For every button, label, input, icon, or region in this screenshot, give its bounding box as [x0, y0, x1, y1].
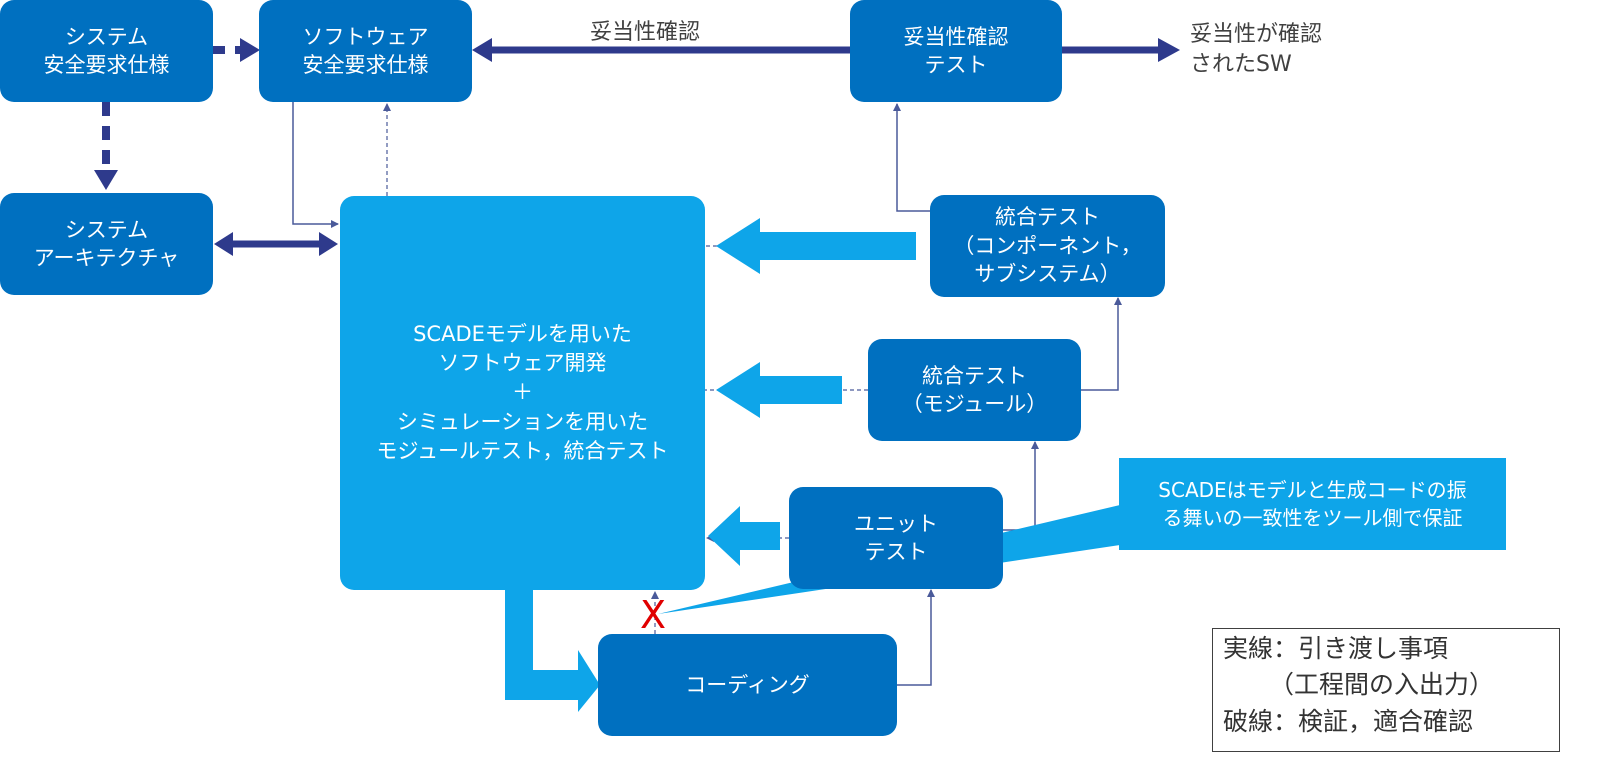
light-arrow-from-intcomp	[716, 218, 916, 274]
scade-development-node[interactable]: SCADEモデルを用いた ソフトウェア開発 ＋ シミュレーションを用いた モジュ…	[340, 196, 705, 590]
arrow-architecture-scade-bidirectional	[214, 232, 338, 256]
arrow-sysreq-to-swreq	[213, 38, 260, 62]
software-safety-requirements-node[interactable]: ソフトウェア 安全要求仕様	[259, 0, 472, 102]
unit-test-node[interactable]: ユニット テスト	[789, 487, 1003, 589]
legend-box: 実線：引き渡し事項 （工程間の入出力） 破線：検証，適合確認	[1212, 628, 1560, 752]
scade-guarantee-callout: SCADEはモデルと生成コードの振 る舞いの一致性をツール側で保証	[1119, 458, 1506, 550]
arrow-sysreq-to-architecture	[94, 102, 118, 190]
light-arrow-scade-to-coding	[505, 588, 600, 712]
validated-sw-label: 妥当性が確認 されたSW	[1190, 22, 1323, 77]
legend-dashed-line: 破線：検証，適合確認	[1223, 706, 1474, 736]
line-intcomp-to-validation	[893, 103, 930, 212]
arrow-validation-to-output	[1062, 38, 1180, 62]
line-swreq-to-scade	[292, 102, 339, 228]
system-architecture-node[interactable]: システム アーキテクチャ	[0, 193, 213, 295]
line-unit-to-intmod	[1003, 441, 1039, 531]
line-coding-to-unit	[897, 589, 935, 686]
system-safety-requirements-node[interactable]: システム 安全要求仕様	[0, 0, 213, 102]
legend-solid-line-detail: （工程間の入出力）	[1269, 670, 1495, 700]
light-arrow-from-unit	[708, 506, 780, 566]
line-intmod-to-intcomp	[1081, 297, 1122, 391]
light-arrow-from-intmod	[716, 362, 842, 418]
validation-test-node[interactable]: 妥当性確認 テスト	[850, 0, 1062, 102]
integration-test-module-node[interactable]: 統合テスト （モジュール）	[868, 339, 1081, 441]
cross-mark: X	[640, 593, 667, 637]
integration-test-component-node[interactable]: 統合テスト （コンポーネント， サブシステム）	[930, 195, 1165, 297]
arrow-validation-to-swreq	[472, 38, 850, 62]
legend-solid-line: 実線：引き渡し事項	[1223, 634, 1449, 663]
coding-node[interactable]: コーディング	[598, 634, 897, 736]
validation-edge-label: 妥当性確認	[590, 20, 701, 45]
